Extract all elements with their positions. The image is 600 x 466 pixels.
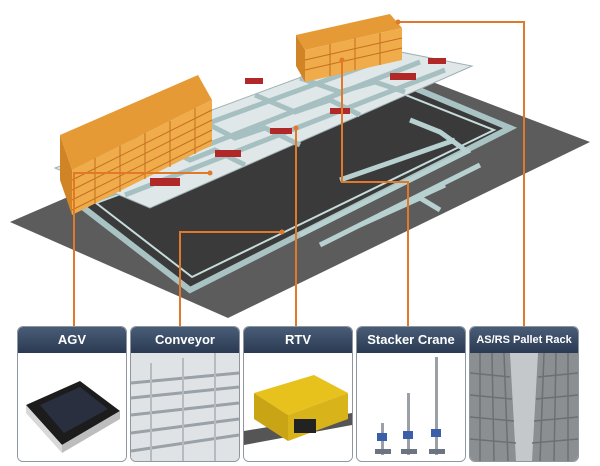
card-stacker-crane-title: Stacker Crane (357, 327, 465, 353)
rtv-image (244, 353, 352, 461)
leader-lines (73, 21, 525, 330)
agv-image (18, 353, 126, 461)
stacker-crane-image (357, 353, 465, 461)
card-conveyor-title: Conveyor (131, 327, 239, 353)
card-stacker-crane: Stacker Crane (356, 326, 466, 462)
card-rtv: RTV (243, 326, 353, 462)
leader-agv (73, 172, 210, 330)
upper-equipment (150, 58, 446, 186)
right-pallet-rack (296, 14, 403, 82)
leader-stacker-crane (341, 60, 409, 330)
warehouse-scene (10, 14, 590, 330)
card-agv-title: AGV (18, 327, 126, 353)
card-asrs-title: AS/RS Pallet Rack (470, 327, 578, 353)
card-conveyor: Conveyor (130, 326, 240, 462)
lower-conveyor-grid (298, 117, 482, 248)
card-asrs-pallet-rack: AS/RS Pallet Rack (469, 326, 579, 462)
pallet-rack-image (470, 353, 578, 461)
card-agv: AGV (17, 326, 127, 462)
card-rtv-title: RTV (244, 327, 352, 353)
leader-pallet-rack (398, 21, 525, 330)
left-pallet-rack (60, 75, 213, 215)
conveyor-image (131, 353, 239, 461)
leader-conveyor (179, 231, 282, 330)
